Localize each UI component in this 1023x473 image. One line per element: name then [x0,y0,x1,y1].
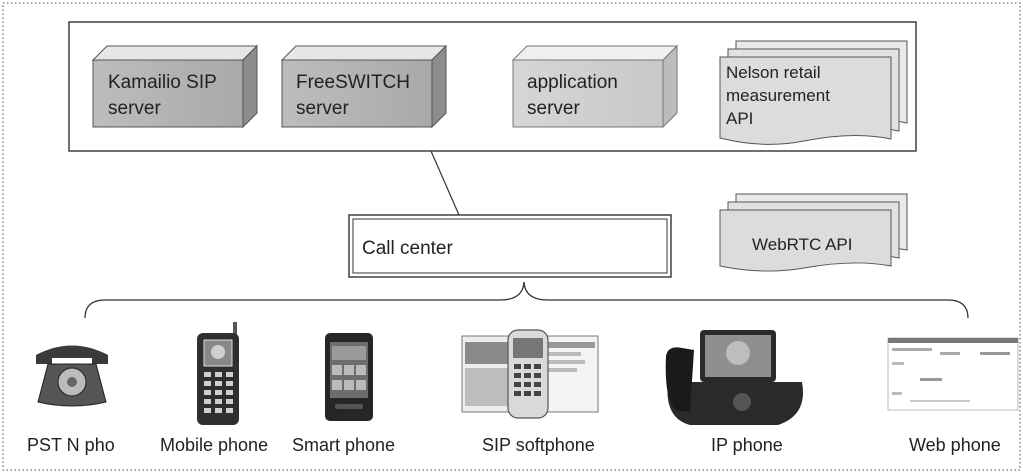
device-label-mobile: Mobile phone [160,435,268,455]
freeswitch-label-line2: server [296,98,349,119]
sip-softphone-icon [461,329,599,419]
web-phone-icon [887,337,1019,411]
freeswitch-server-box: FreeSWITCH server [280,44,448,129]
device-label-web-phone: Web phone [909,435,1001,455]
application-label-line2: server [527,98,580,119]
container-connector [430,150,460,216]
mobile-phone-icon [197,322,239,425]
ip-phone-icon [665,330,803,425]
webrtc-label: WebRTC API [752,235,852,254]
device-brace [84,281,969,319]
nelson-label-line1: Nelson retail [726,63,821,82]
nelson-label-line2: measurement [726,86,830,105]
application-label-line1: application [527,72,618,93]
call-center-label: Call center [362,238,453,259]
nelson-label-line3: API [726,109,753,128]
call-center-box: Call center [348,214,672,278]
device-label-pstn: PST N pho [27,435,115,455]
kamailio-server-box: Kamailio SIP server [91,44,259,129]
webrtc-api-document: WebRTC API [719,193,908,272]
rotary-telephone-icon [36,345,108,407]
device-label-smart: Smart phone [292,435,395,455]
device-label-sip-softphone: SIP softphone [482,435,595,455]
application-server-box: application server [511,44,679,129]
freeswitch-label-line1: FreeSWITCH [296,72,410,93]
nelson-api-document: Nelson retail measurement API [719,40,908,145]
device-label-ip-phone: IP phone [711,435,783,455]
kamailio-label-line2: server [108,98,161,119]
kamailio-label-line1: Kamailio SIP [108,72,217,93]
smart-phone-icon [325,333,373,421]
